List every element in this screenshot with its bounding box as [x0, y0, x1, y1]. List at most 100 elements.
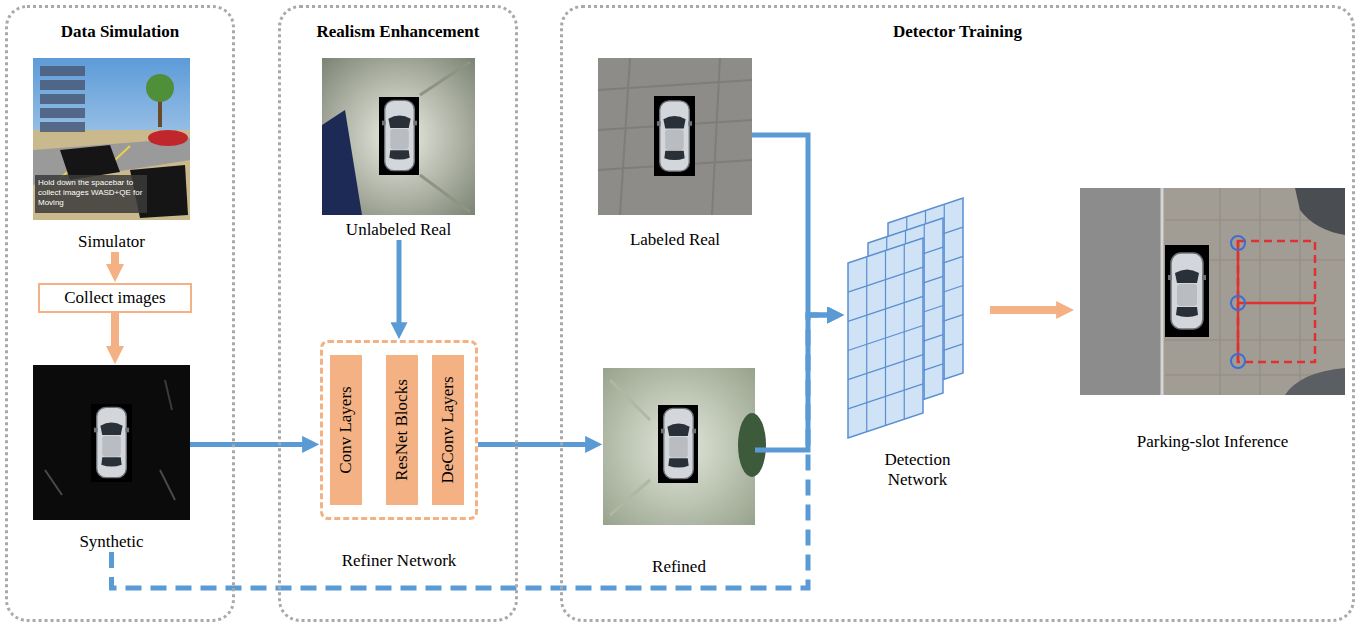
illustration-part	[60, 145, 120, 180]
illustration-part	[94, 407, 129, 477]
illustration-part	[165, 380, 172, 410]
region-heading: Data Simulation	[8, 22, 232, 42]
illustration-part	[924, 224, 925, 399]
layer-label: Conv Layers	[336, 386, 356, 473]
illustration-part	[33, 130, 190, 220]
box-label: Collect images	[64, 288, 166, 308]
layer-block: DeConv Layers	[432, 355, 464, 505]
connector	[755, 315, 828, 450]
image-panel: Parking-slot Inference	[1075, 188, 1350, 452]
illustration-part	[146, 74, 174, 102]
layer-label: ResNet Blocks	[392, 379, 412, 481]
illustration-part	[654, 96, 695, 176]
image-panel: Unlabeled Real	[322, 58, 475, 240]
illustration-part	[382, 100, 417, 170]
illustration-part	[738, 413, 766, 477]
image-caption: Unlabeled Real	[346, 220, 451, 240]
illustration-part	[40, 66, 85, 76]
illustration-part	[658, 405, 698, 483]
illustration-part	[1080, 188, 1345, 395]
illustration-part	[379, 97, 419, 175]
illustration-part	[885, 251, 886, 426]
illustration-part	[1238, 302, 1315, 305]
illustration-part	[1231, 236, 1245, 250]
illustration-part	[1165, 245, 1209, 337]
illustration-part	[322, 110, 362, 215]
illustration-part	[1168, 253, 1206, 329]
illustration-part	[45, 470, 62, 495]
illustration-part	[1165, 340, 1345, 341]
illustration-part	[160, 470, 175, 500]
image-caption: Refined	[652, 557, 706, 577]
connector	[190, 442, 303, 447]
illustration-part	[1300, 188, 1301, 395]
illustration-part	[1080, 188, 1162, 395]
illustration-part	[603, 368, 755, 525]
illustration-part	[91, 404, 132, 482]
illustration-part	[848, 238, 923, 438]
image-panel: Refined	[603, 368, 755, 577]
illustration-part	[620, 58, 630, 215]
illustration-part	[610, 480, 650, 515]
region-panel: Realism EnhancementUnlabeled RealRefiner…	[278, 5, 518, 622]
illustration-part	[1161, 188, 1164, 395]
illustration-part	[33, 58, 190, 220]
connector	[112, 315, 829, 588]
image-caption: Parking-slot Inference	[1137, 432, 1289, 452]
image-panel: Simulator	[33, 58, 190, 252]
illustration-part	[1285, 368, 1345, 395]
illustration-part	[866, 257, 867, 432]
connector	[752, 135, 828, 315]
illustration-part	[322, 58, 475, 215]
layer-label: DeConv Layers	[438, 376, 458, 483]
connector	[990, 306, 1057, 314]
layer-block: ResNet Blocks	[386, 355, 418, 505]
illustration-part	[40, 122, 85, 132]
illustration-part	[944, 204, 945, 379]
region-panel: Detector TrainingLabeled RealRefined Dete…	[560, 5, 1355, 622]
illustration-part	[40, 108, 85, 118]
illustration-part	[1260, 188, 1261, 395]
illustration-part	[848, 198, 963, 438]
illustration-part	[420, 62, 470, 95]
illustration-part	[1231, 354, 1245, 368]
layer-block: Conv Layers	[330, 355, 362, 505]
illustration-part	[33, 365, 190, 520]
connector	[111, 313, 119, 347]
illustration-part	[712, 58, 720, 215]
illustration-part	[1231, 296, 1245, 310]
illustration-part	[40, 94, 85, 104]
region-heading: Realism Enhancement	[281, 22, 515, 42]
illustration-part	[661, 408, 696, 478]
screen-hint: Hold down the spacebar to collect images…	[38, 178, 144, 208]
region-panel: Data SimulationSimulatorCollect imagesSy…	[5, 5, 235, 622]
illustration-part	[598, 80, 752, 90]
illustration-part	[40, 80, 85, 90]
network-label: Refiner Network	[323, 551, 475, 571]
image-caption: Detection Network	[868, 450, 968, 490]
image-panel: Synthetic	[33, 365, 190, 552]
illustration-part	[420, 175, 470, 212]
network-box: Refiner NetworkConv LayersResNet BlocksD…	[320, 340, 478, 520]
process-box: Collect images	[38, 283, 192, 313]
illustration-part	[1220, 188, 1221, 395]
region-heading: Detector Training	[563, 22, 1352, 42]
image-caption: Synthetic	[79, 532, 143, 552]
illustration-part	[1238, 241, 1315, 362]
image-caption: Simulator	[78, 232, 145, 252]
illustration-part	[35, 175, 147, 213]
illustration-part	[598, 58, 752, 215]
illustration-part	[1237, 241, 1240, 362]
image-panel: Labeled Real	[598, 58, 752, 250]
illustration-part	[148, 130, 188, 146]
connector	[111, 252, 119, 265]
illustration-part	[1295, 188, 1345, 235]
network-figure: Detection Network	[845, 195, 990, 490]
illustration-part	[610, 380, 650, 420]
illustration-part	[904, 244, 905, 419]
connector	[478, 442, 586, 447]
connector	[397, 240, 402, 323]
